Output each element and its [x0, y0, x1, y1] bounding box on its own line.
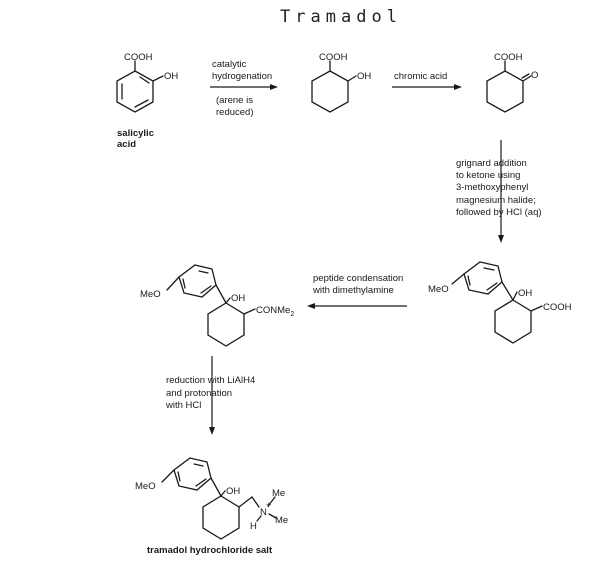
- tramadol-structure: MeO OH N + Me Me H tramadol hydrochlorid…: [135, 457, 288, 556]
- amide-structure: MeO OH CONMe2: [140, 264, 294, 347]
- cyclohexane-ring: [311, 70, 349, 113]
- meo-label: MeO: [135, 481, 156, 492]
- oh-label: OH: [231, 293, 245, 304]
- oh-label: OH: [518, 288, 532, 299]
- step4-text-1: peptide condensation: [313, 273, 403, 284]
- tramadol-name: tramadol hydrochloride salt: [147, 545, 273, 556]
- step1-text-3: (arene is: [216, 95, 253, 106]
- salicylic-acid-name-1: salicylic: [117, 128, 154, 139]
- cyclohexane-ring: [202, 495, 240, 540]
- oh-label: OH: [226, 486, 240, 497]
- meo-label: MeO: [140, 289, 161, 300]
- step5-text-3: with HCl: [165, 400, 201, 411]
- step2-arrow: chromic acid: [392, 71, 462, 90]
- ketone-o-label: O: [531, 70, 538, 81]
- oh-label: OH: [357, 71, 371, 82]
- step3-text-2: to ketone using: [456, 170, 520, 181]
- page-title: Tramadol: [280, 7, 402, 27]
- salicylic-acid-name-2: acid: [117, 139, 136, 150]
- methoxyphenyl-ring: [178, 264, 217, 298]
- step4-arrow: peptide condensation with dimethylamine: [307, 273, 407, 309]
- step3-text-5: followed by HCl (aq): [456, 207, 542, 218]
- step5-text-2: and protonation: [166, 388, 232, 399]
- cooh-label: COOH: [124, 52, 153, 63]
- salicylic-acid-structure: COOH OH salicylic acid: [116, 52, 178, 150]
- cyclohexane-ring: [207, 302, 245, 347]
- step3-text-3: 3-methoxyphenyl: [456, 182, 528, 193]
- step3-arrow: grignard addition to ketone using 3-meth…: [456, 140, 542, 243]
- step1-text-4: reduced): [216, 107, 254, 118]
- aryl-acid-structure: MeO OH COOH: [428, 261, 572, 344]
- cyclohexane-ring: [494, 299, 532, 344]
- cooh-label: COOH: [543, 302, 572, 313]
- hydrogen-label: H: [250, 521, 257, 532]
- step5-text-1: reduction with LiAlH4: [166, 375, 255, 386]
- step1-arrow: catalytic hydrogenation (arene is reduce…: [210, 59, 278, 118]
- step1-text-2: hydrogenation: [212, 71, 272, 82]
- step5-arrow: reduction with LiAlH4 and protonation wi…: [165, 356, 255, 435]
- meo-label: MeO: [428, 284, 449, 295]
- hydroxy-acid-structure: COOH OH: [311, 52, 371, 113]
- methyl-label-top: Me: [272, 488, 285, 499]
- cooh-label: COOH: [319, 52, 348, 63]
- keto-acid-structure: COOH O: [486, 52, 538, 113]
- step4-text-2: with dimethylamine: [312, 285, 394, 296]
- step2-text-1: chromic acid: [394, 71, 447, 82]
- step3-text-4: magnesium halide;: [456, 195, 536, 206]
- methoxyphenyl-ring: [463, 261, 503, 295]
- methoxyphenyl-ring: [173, 457, 212, 491]
- cooh-label: COOH: [494, 52, 523, 63]
- oh-label: OH: [164, 71, 178, 82]
- cyclohexanone-ring: [486, 70, 524, 113]
- nitrogen-label: N: [260, 507, 267, 518]
- step3-text-1: grignard addition: [456, 158, 527, 169]
- step1-text-1: catalytic: [212, 59, 247, 70]
- conme2-label: CONMe2: [256, 305, 294, 318]
- methyl-label-bottom: Me: [275, 515, 288, 526]
